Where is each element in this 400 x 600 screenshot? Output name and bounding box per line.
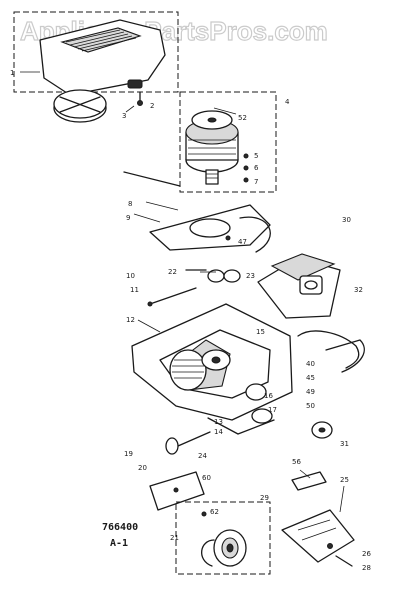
callout-56: 56 [292, 458, 301, 466]
callout-1: 1 [10, 69, 14, 77]
screw-2 [137, 91, 143, 106]
handle-tube [297, 330, 365, 373]
callout-8: 8 [128, 200, 132, 208]
motor-box [179, 91, 277, 193]
leader-lines [20, 71, 345, 513]
callout-30: 30 [342, 216, 351, 224]
callout-32: 32 [354, 286, 363, 294]
callout-62: 62 [210, 508, 219, 516]
callout-13: 13 [214, 418, 223, 426]
latch-clip [127, 79, 143, 89]
callout-26: 26 [362, 550, 371, 558]
sheet-label: A-1 [110, 538, 128, 549]
main-housing [131, 303, 293, 435]
callout-21: 21 [170, 534, 179, 542]
callout-12: 12 [126, 316, 135, 324]
callout-3: 3 [122, 112, 126, 120]
callout-7: 7 [254, 178, 258, 186]
model-number: 766400 [102, 522, 138, 533]
callout-11: 11 [130, 286, 139, 294]
callout-45: 45 [306, 374, 315, 382]
callout-49: 49 [306, 388, 315, 396]
pulley-assembly [175, 501, 271, 575]
top-cover-assembly [13, 11, 179, 96]
callout-60: 60 [202, 474, 211, 482]
callout-52: 52 [238, 114, 247, 122]
pulley-box [175, 501, 271, 575]
rod [147, 287, 197, 307]
callout-17: 17 [268, 406, 277, 414]
callout-20: 20 [138, 464, 147, 472]
base-plate [281, 509, 355, 567]
callout-5: 5 [254, 152, 258, 160]
callout-6: 6 [254, 164, 259, 172]
callout-40: 40 [306, 360, 315, 368]
callout-16: 16 [264, 392, 273, 400]
fastener-19 [165, 431, 211, 455]
callout-50: 50 [306, 402, 315, 410]
callout-29: 29 [260, 494, 269, 502]
callout-28: 28 [362, 564, 371, 572]
callout-labels: 1 2 3 4 5 6 7 8 9 10 11 12 13 14 15 16 1… [10, 69, 371, 572]
gasket-assembly [123, 171, 271, 253]
callout-4: 4 [285, 98, 290, 106]
motor-assembly [179, 91, 277, 193]
callout-9: 9 [126, 214, 130, 222]
plate-60 [149, 471, 205, 511]
callout-24: 24 [198, 452, 207, 460]
filter-disc [53, 89, 107, 123]
coupling [185, 269, 241, 283]
clip-56 [291, 471, 327, 491]
callout-31: 31 [340, 440, 349, 448]
cord-box [257, 253, 341, 319]
callout-22: 22 [168, 268, 177, 276]
wheel-31 [311, 421, 333, 439]
top-cover-box [13, 11, 179, 93]
callout-15: 15 [256, 328, 265, 336]
callout-25: 25 [340, 476, 349, 484]
callout-19: 19 [124, 450, 133, 458]
callout-2: 2 [150, 102, 154, 110]
callout-47: 47 [238, 238, 247, 246]
callout-23: 23 [246, 272, 255, 280]
callout-14: 14 [214, 428, 223, 436]
callout-10: 10 [126, 272, 135, 280]
